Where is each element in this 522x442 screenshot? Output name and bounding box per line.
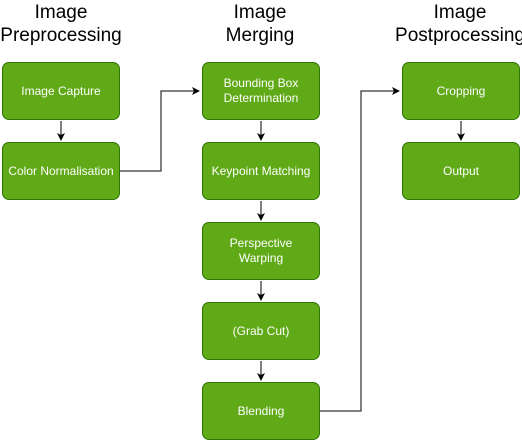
- column-title-line1: Image: [233, 2, 287, 23]
- node-blending: Blending: [202, 382, 320, 440]
- column-title-line1: Image: [433, 2, 487, 23]
- node-grab-cut: (Grab Cut): [202, 302, 320, 360]
- node-cropping: Cropping: [402, 62, 520, 120]
- column-title-line2: Postprocessing: [395, 25, 522, 46]
- node-bounding-box: Bounding Box Determination: [202, 62, 320, 120]
- column-title-merging: Image Merging: [190, 1, 330, 47]
- column-title-line1: Image: [34, 2, 88, 23]
- column-title-preprocessing: Image Preprocessing: [0, 1, 131, 47]
- node-keypoint-matching: Keypoint Matching: [202, 142, 320, 200]
- node-perspective-warping: Perspective Warping: [202, 222, 320, 280]
- column-title-line2: Preprocessing: [0, 25, 122, 46]
- node-output: Output: [402, 142, 520, 200]
- column-title-line2: Merging: [225, 25, 295, 46]
- edge-blending-to-cropping: [320, 87, 400, 412]
- edge-color-normalisation-to-bounding-box: [120, 87, 200, 172]
- column-title-postprocessing: Image Postprocessing: [390, 1, 522, 47]
- node-color-normalisation: Color Normalisation: [2, 142, 120, 200]
- node-image-capture: Image Capture: [2, 62, 120, 120]
